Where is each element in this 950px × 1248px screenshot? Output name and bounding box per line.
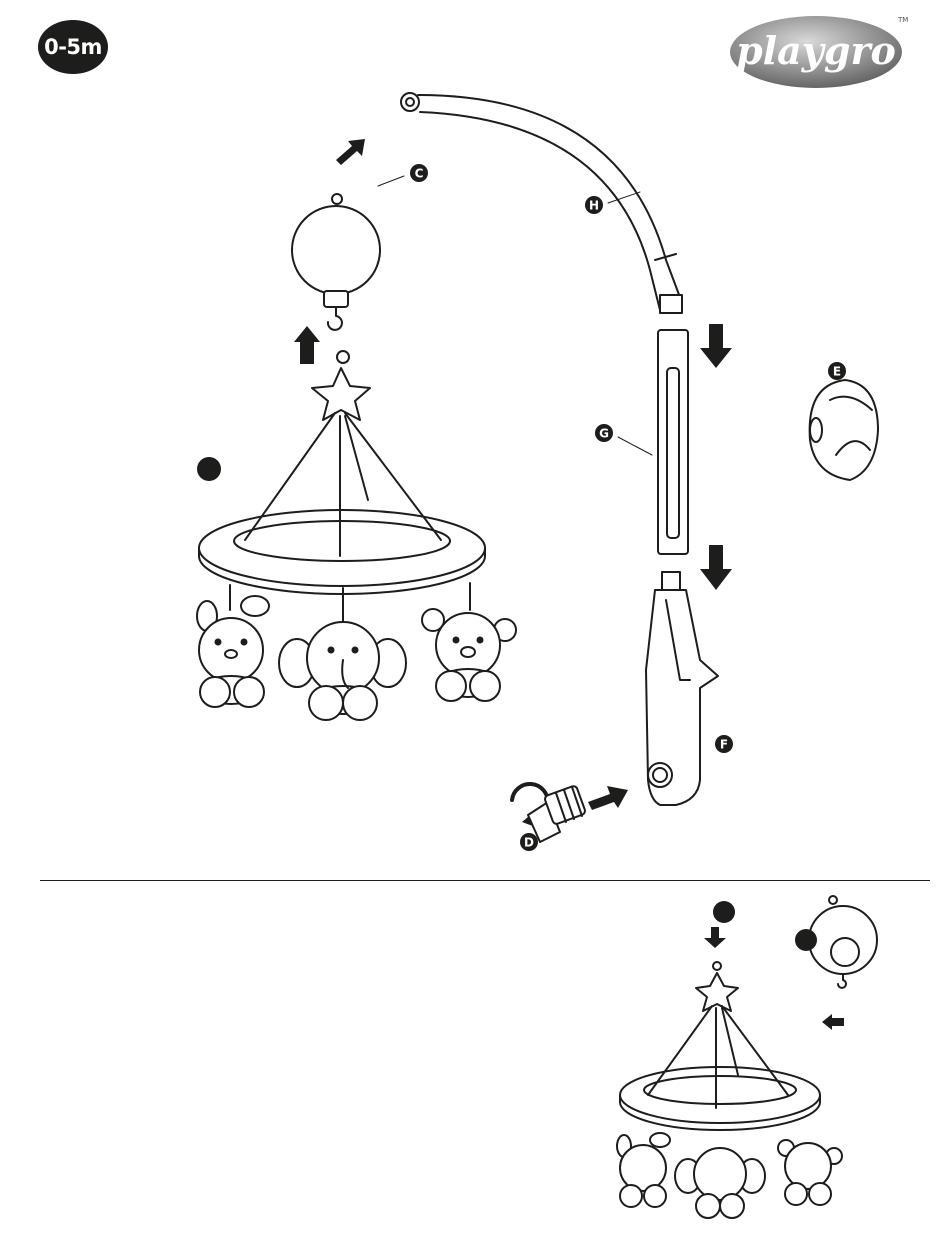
arrow-down-icon	[700, 545, 732, 590]
svg-text:G: G	[599, 427, 609, 441]
step-dot	[713, 901, 735, 923]
bunny-toy-small	[617, 1133, 670, 1207]
arrow-up-right-icon	[336, 139, 365, 165]
svg-text:H: H	[589, 199, 599, 213]
svg-text:E: E	[833, 365, 841, 379]
step-dot	[795, 929, 817, 951]
part-label-g: G	[595, 424, 613, 442]
section-divider	[40, 880, 930, 881]
svg-text:C: C	[415, 167, 424, 181]
elephant-toy	[279, 622, 406, 720]
step-dot	[197, 457, 221, 481]
bear-toy	[422, 609, 516, 701]
part-label-e: E	[828, 362, 846, 380]
crib-clamp-f	[646, 572, 718, 805]
arrow-left-icon	[822, 1014, 844, 1030]
arrow-up-icon	[294, 326, 320, 364]
leader-g	[618, 437, 652, 455]
svg-text:F: F	[720, 738, 728, 752]
bunny-toy	[197, 596, 269, 707]
part-label-d: D	[520, 833, 538, 851]
elephant-toy-small	[675, 1148, 765, 1218]
arrow-down-icon	[700, 324, 732, 368]
thumb-screw-d	[528, 785, 586, 842]
bear-toy-small	[778, 1140, 842, 1205]
mobile-canopy	[199, 351, 485, 622]
connector-rod-g	[658, 330, 688, 554]
part-label-h: H	[585, 196, 603, 214]
part-label-c: C	[410, 164, 428, 182]
mobile-arm-h	[401, 93, 682, 313]
leader-c	[378, 176, 404, 186]
part-label-f: F	[715, 735, 733, 753]
mobile-canopy-small	[620, 962, 820, 1130]
knob-e	[810, 380, 878, 480]
arrow-right-icon	[588, 786, 628, 810]
music-box-c	[292, 194, 380, 330]
arrow-down-icon	[704, 927, 726, 948]
music-box-small	[809, 896, 877, 988]
svg-text:D: D	[524, 836, 534, 850]
